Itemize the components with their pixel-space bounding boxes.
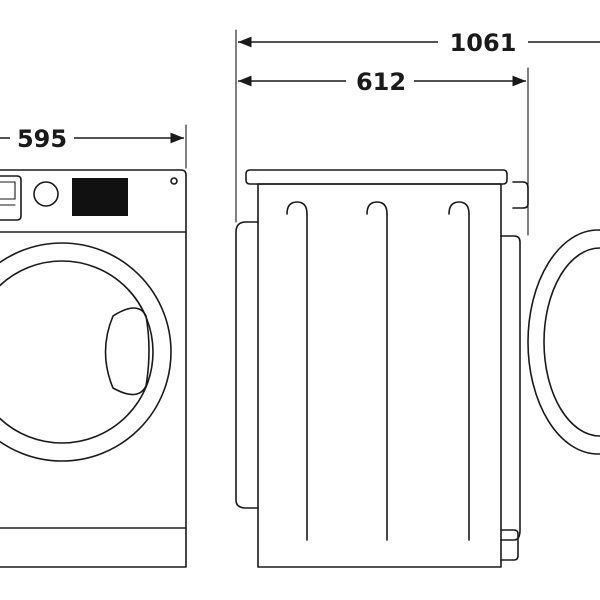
- dimension-depth-door-open: 1061: [235, 29, 600, 223]
- side-front-base: [500, 529, 519, 561]
- side-groove-1-top: [286, 201, 308, 215]
- open-door-view: [527, 229, 600, 455]
- side-back-panel: [235, 221, 259, 509]
- side-view: [235, 169, 529, 568]
- door-inner-ring: [0, 260, 154, 444]
- front-body-outline: [0, 169, 187, 568]
- side-groove-3-top: [448, 201, 470, 215]
- door-handle: [104, 307, 150, 396]
- front-view: [0, 169, 187, 568]
- display-panel: [72, 178, 128, 216]
- dimension-label-1061: 1061: [450, 29, 517, 57]
- door-outer-ring: [0, 242, 172, 462]
- dimension-label-612: 612: [356, 68, 406, 96]
- side-groove-2-top: [366, 201, 388, 215]
- detergent-drawer: [0, 175, 22, 221]
- dimension-depth: 612: [238, 67, 529, 236]
- dimension-label-595: 595: [17, 125, 67, 153]
- dimension-width: 595: [0, 124, 187, 169]
- program-knob: [33, 181, 59, 207]
- open-door-outer: [527, 229, 600, 455]
- detergent-drawer-handle: [0, 181, 16, 200]
- open-door-inner: [543, 247, 600, 437]
- side-front-panel: [500, 235, 521, 541]
- side-top-lid: [245, 169, 508, 185]
- side-knob: [512, 181, 529, 209]
- side-body-outline: [257, 183, 502, 568]
- power-button-icon: [170, 177, 178, 185]
